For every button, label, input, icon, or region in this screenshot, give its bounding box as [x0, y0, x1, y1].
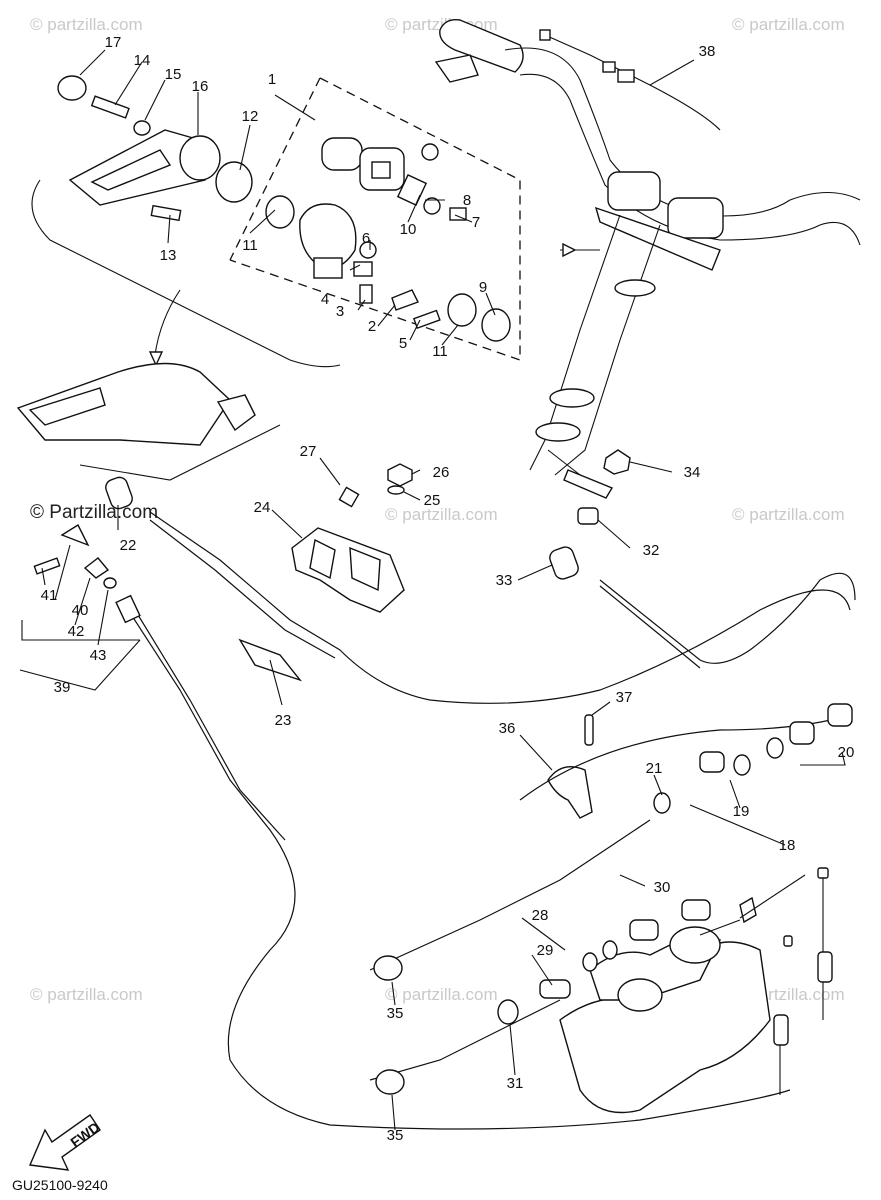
callout-12: 12: [242, 108, 259, 125]
watermark-top-right: © partzilla.com: [732, 15, 845, 34]
callout-2: 2: [368, 318, 376, 335]
callout-41: 41: [41, 587, 58, 604]
callout-21: 21: [646, 760, 663, 777]
callout-34: 34: [684, 464, 701, 481]
carburetor-assembly: [369, 703, 853, 1114]
callout-36: 36: [499, 720, 516, 737]
callout-4: 4: [321, 291, 329, 308]
callout-9: 9: [479, 279, 487, 296]
callout-17: 17: [105, 34, 122, 51]
callout-32: 32: [643, 542, 660, 559]
callout-30: 30: [654, 879, 671, 896]
handlebar: [434, 19, 861, 271]
watermark-top-left: © partzilla.com: [30, 15, 143, 34]
callout-15: 15: [165, 66, 182, 83]
callout-27: 27: [300, 443, 317, 460]
callout-35-lower: 35: [387, 1127, 404, 1144]
callout-10: 10: [400, 221, 417, 238]
callout-35-upper: 35: [387, 1005, 404, 1022]
callout-14: 14: [134, 52, 151, 69]
callout-8: 8: [463, 192, 471, 209]
callout-5: 5: [399, 335, 407, 352]
callout-26: 26: [433, 464, 450, 481]
callout-25: 25: [424, 492, 441, 509]
callout-33: 33: [496, 572, 513, 589]
fwd-arrow: FWD: [28, 1114, 103, 1171]
watermark-main: © Partzilla.com: [30, 502, 158, 523]
callout-11-lower: 11: [432, 343, 448, 360]
callout-3: 3: [336, 303, 344, 320]
watermark-mid-center: © partzilla.com: [385, 505, 498, 524]
callout-31: 31: [507, 1075, 524, 1092]
callout-24: 24: [254, 499, 271, 516]
callout-39: 39: [54, 679, 71, 696]
callout-11-upper: 11: [242, 237, 258, 254]
callout-23: 23: [275, 712, 292, 729]
callout-29: 29: [537, 942, 554, 959]
callout-40: 40: [72, 602, 89, 619]
bracket-24: [291, 463, 413, 613]
callout-43: 43: [90, 647, 107, 664]
steering-column: [529, 214, 661, 499]
cable-assembly-left: [19, 476, 851, 1130]
callout-1: 1: [268, 71, 276, 88]
callout-labels: 17 14 15 16 1 12 13 11 8 7 10 6 4 3 2 5 …: [41, 34, 855, 1144]
callout-28: 28: [532, 907, 549, 924]
callout-7: 7: [472, 214, 480, 231]
fwd-label: FWD: [67, 1119, 102, 1151]
callout-13: 13: [160, 247, 177, 264]
callout-22: 22: [120, 537, 137, 554]
callout-16: 16: [192, 78, 209, 95]
watermark-bottom-center: © partzilla.com: [385, 985, 498, 1004]
throttle-lever: [16, 75, 341, 481]
callout-6: 6: [362, 230, 370, 247]
diagram-code: GU25100-9240: [12, 1177, 108, 1193]
callout-38: 38: [699, 43, 716, 60]
throttle-cable-38: [539, 29, 721, 131]
cable-assembly-right: [549, 449, 856, 669]
callout-19: 19: [733, 803, 750, 820]
watermark-bottom-left: © partzilla.com: [30, 985, 143, 1004]
callout-37: 37: [616, 689, 633, 706]
throttle-assembly-box: [229, 77, 521, 361]
watermark-mid-right: © partzilla.com: [732, 505, 845, 524]
callout-42: 42: [68, 623, 85, 640]
callout-18: 18: [779, 837, 796, 854]
callout-20: 20: [838, 744, 855, 761]
leader-lines: [41, 49, 846, 1131]
